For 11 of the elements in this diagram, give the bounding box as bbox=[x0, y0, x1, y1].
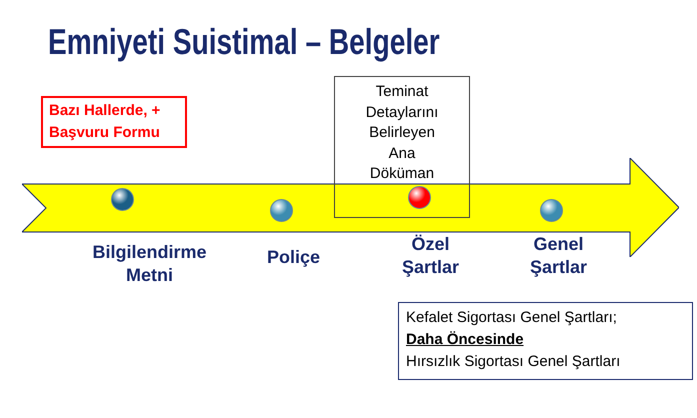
note-box: Teminat Detaylarını Belirleyen Ana Döküman bbox=[334, 76, 470, 218]
timeline-label: Özel Şartlar bbox=[400, 233, 460, 279]
note-line: Kefalet Sigortası Genel Şartları; bbox=[406, 308, 618, 328]
timeline-label: Bilgilendirme Metni bbox=[91, 241, 208, 287]
note-box: Bazı Hallerde, + Başvuru Formu bbox=[41, 96, 187, 148]
timeline-label: Poliçe bbox=[266, 246, 322, 269]
note-box bbox=[398, 302, 693, 380]
timeline-label: Genel Şartlar bbox=[528, 233, 588, 279]
note-line: Hırsızlık Sigortası Genel Şartları bbox=[406, 352, 622, 372]
title: Emniyeti Suistimal – Belgeler bbox=[48, 22, 440, 62]
note-line: Daha Öncesinde bbox=[406, 330, 525, 350]
